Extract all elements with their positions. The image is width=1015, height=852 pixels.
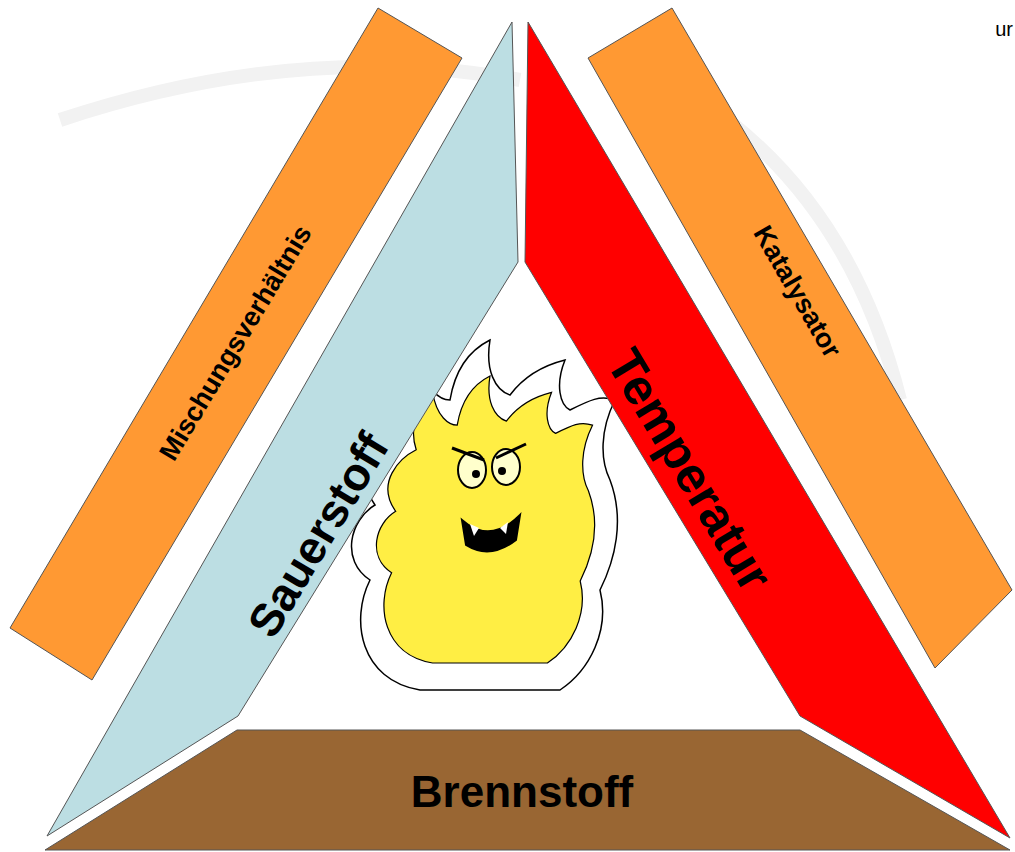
fuel-band: Brennstoff: [45, 730, 1010, 850]
catalyst-band: Katalysator: [588, 8, 1012, 668]
band-shape: [588, 8, 1012, 668]
band-shape: [47, 22, 518, 836]
band-shape: [525, 22, 1010, 838]
cut-off-note: ur: [995, 18, 1013, 41]
band-label: Brennstoff: [411, 770, 633, 814]
temperature-band: Temperatur: [525, 22, 1010, 838]
oxygen-band: Sauerstoff: [47, 22, 518, 836]
